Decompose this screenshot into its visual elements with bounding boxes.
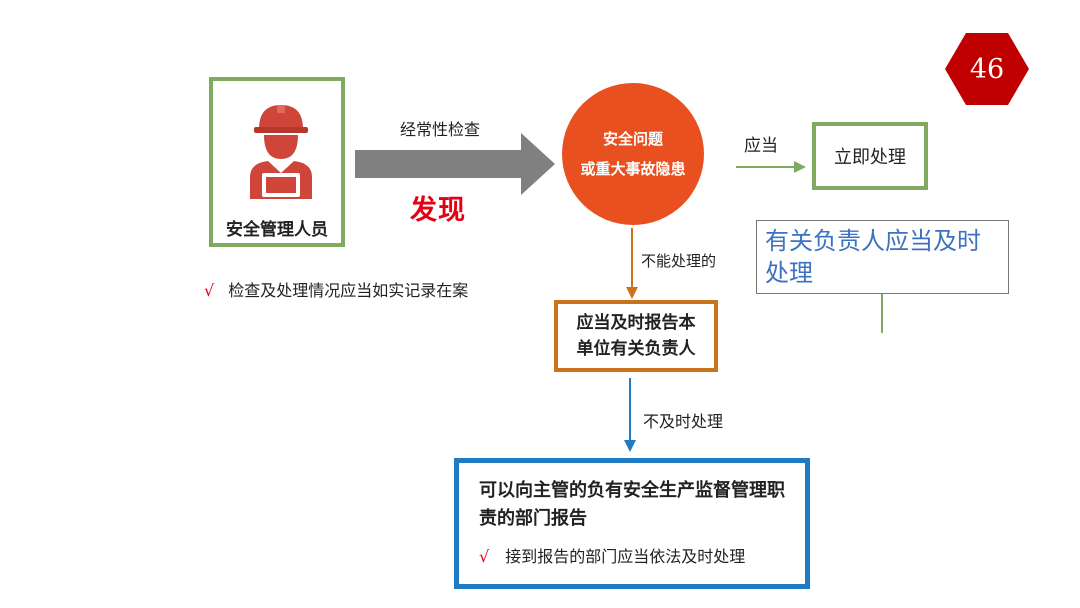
report-unit-line-1: 应当及时报告本 — [576, 313, 696, 333]
arrow-cannot — [626, 228, 638, 299]
worker-with-hardhat-icon — [250, 105, 312, 199]
report-department-box: 可以向主管的负有安全生产监督管理职责的部门报告 √ 接到报告的部门应当依法及时处理 — [454, 458, 810, 589]
immediate-label: 立即处理 — [834, 147, 906, 168]
check-mark: √ — [204, 281, 215, 300]
page-number-badge: 46 — [945, 33, 1029, 105]
department-note-text: 接到报告的部门应当依法及时处理 — [505, 547, 746, 566]
inspection-arrow — [355, 133, 555, 195]
arrow-should — [736, 161, 806, 173]
responsible-label: 有关负责人应当及时处理 — [765, 227, 981, 287]
arrow-not-timely — [624, 378, 636, 452]
found-label: 发现 — [410, 195, 466, 226]
safety-problem-node: 安全问题 或重大事故隐患 — [562, 83, 704, 225]
safety-manager-box: 安全管理人员 — [209, 77, 345, 247]
immediate-handling-box: 立即处理 — [812, 122, 928, 190]
record-note-text: 检查及处理情况应当如实记录在案 — [228, 281, 469, 300]
responsible-person-box: 有关负责人应当及时处理 — [756, 220, 1009, 294]
page-number: 46 — [969, 53, 1005, 85]
department-note: √ 接到报告的部门应当依法及时处理 — [479, 543, 805, 567]
inspect-label: 经常性检查 — [399, 120, 480, 139]
record-note: √ 检查及处理情况应当如实记录在案 — [204, 277, 468, 301]
cannot-handle-label: 不能处理的 — [641, 252, 717, 270]
should-label: 应当 — [744, 136, 778, 156]
problem-line-2: 或重大事故隐患 — [580, 160, 686, 178]
report-department-title: 可以向主管的负有安全生产监督管理职责的部门报告 — [479, 480, 785, 529]
problem-line-1: 安全问题 — [602, 130, 663, 148]
report-unit-box: 应当及时报告本 单位有关负责人 — [554, 300, 718, 372]
not-timely-label: 不及时处理 — [643, 412, 724, 431]
report-unit-line-2: 单位有关负责人 — [576, 339, 696, 359]
check-mark: √ — [479, 547, 490, 566]
safety-manager-label: 安全管理人员 — [226, 220, 328, 240]
